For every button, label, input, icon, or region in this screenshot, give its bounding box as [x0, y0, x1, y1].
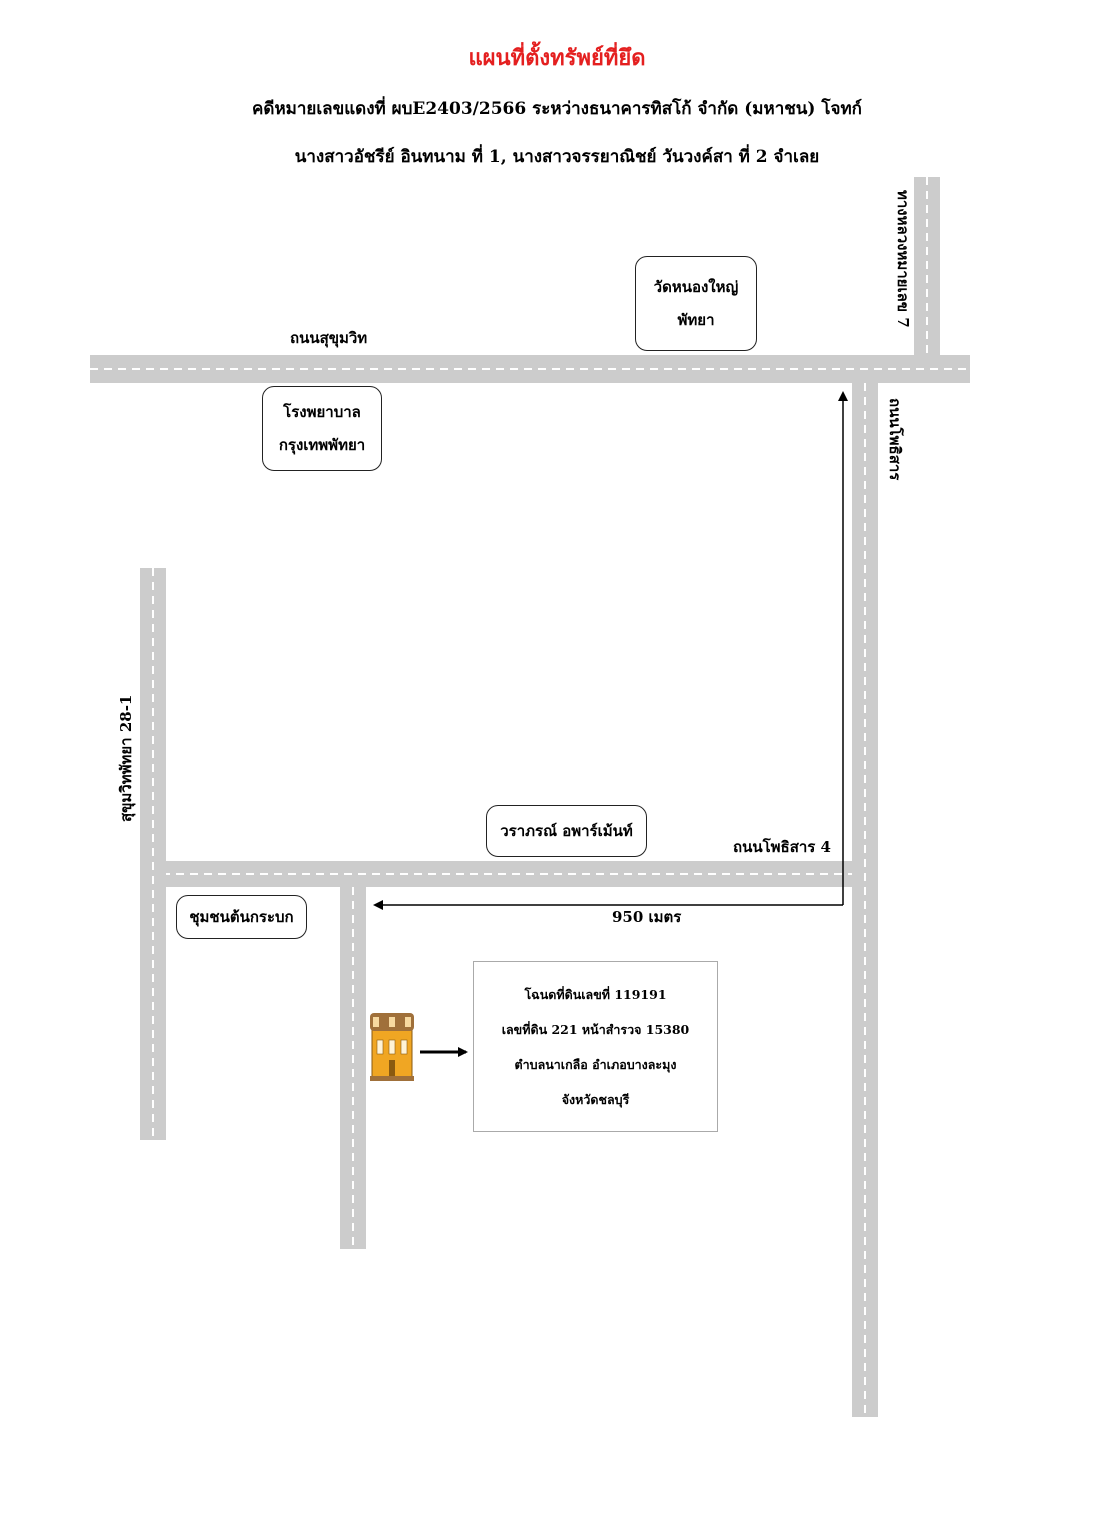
page-title: แผนที่ตั้งทรัพย์ที่ยึด	[468, 45, 646, 71]
label-sukhumvit: ถนนสุขุมวิท	[290, 329, 367, 348]
property-info-box: โฉนดที่ดินเลขที่ 119191 เลขที่ดิน 221 หน…	[473, 961, 718, 1132]
landmark-apartment-label: วราภรณ์ อพาร์เม้นท์	[500, 821, 633, 840]
landmark-community: ชุมชนต้นกระบก	[176, 895, 307, 939]
road-highway-7	[914, 177, 940, 357]
road-sukhumvit	[90, 355, 970, 383]
label-phothisan-4: ถนนโพธิสาร 4	[733, 837, 831, 856]
landmark-hospital-line2: กรุงเทพพัทยา	[278, 435, 366, 454]
road-phothisan	[852, 383, 878, 1417]
landmark-community-label: ชุมชนต้นกระบก	[189, 907, 294, 926]
defendants-line: นางสาวอัชรีย์ อินทนาม ที่ 1, นางสาวจรรยา…	[294, 147, 820, 167]
landmark-wat-line2: พัทยา	[677, 310, 715, 329]
road-phothisan-4	[140, 861, 852, 887]
property-province: จังหวัดชลบุรี	[561, 1091, 630, 1107]
property-deed-number: โฉนดที่ดินเลขที่ 119191	[524, 986, 667, 1002]
property-land-number: เลขที่ดิน 221 หน้าสำรวจ 15380	[501, 1021, 690, 1037]
property-subdistrict: ตำบลนาเกลือ อำเภอบางละมุง	[514, 1056, 677, 1072]
building-icon	[370, 1013, 414, 1081]
road-soi	[340, 887, 366, 1249]
label-highway-7: ทางหลวงหมายเลข 7	[894, 190, 912, 328]
case-number-line: คดีหมายเลขแดงที่ ผบE2403/2566 ระหว่างธนา…	[252, 99, 862, 119]
label-sukhumvit-pattaya-28-1: สุขุมวิทพัทยา 28-1	[117, 695, 136, 822]
road-sukhumvit-pattaya-28-1	[140, 568, 166, 1140]
landmark-apartment: วราภรณ์ อพาร์เม้นท์	[486, 805, 647, 857]
landmark-wat-line1: วัดหนองใหญ่	[653, 277, 739, 296]
label-phothisan: ถนนโพธิสาร	[886, 398, 905, 481]
landmark-wat-nong-yai: วัดหนองใหญ่ พัทยา	[635, 256, 757, 351]
landmark-hospital: โรงพยาบาล กรุงเทพพัทยา	[262, 386, 382, 471]
landmark-hospital-line1: โรงพยาบาล	[283, 402, 361, 421]
route-distance: 950 เมตร	[612, 908, 682, 926]
